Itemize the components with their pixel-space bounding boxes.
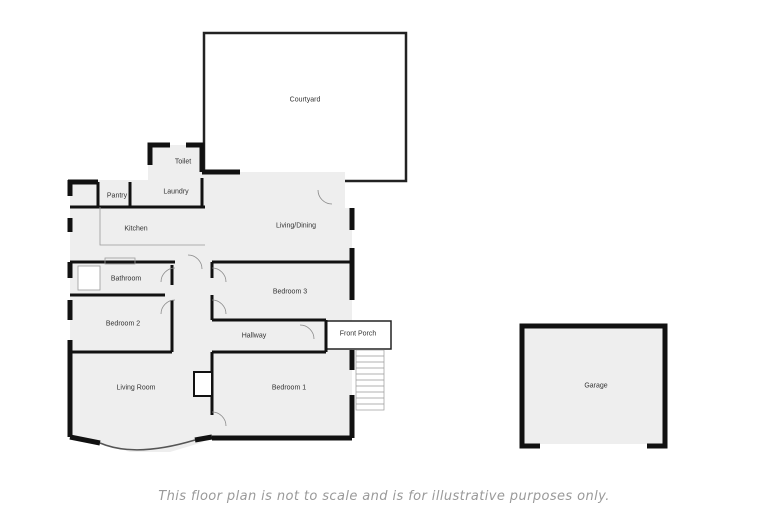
- garage-floor: [522, 326, 665, 444]
- room-label-pantry: Pantry: [106, 192, 128, 200]
- room-label-hallway: Hallway: [241, 332, 267, 340]
- disclaimer-caption: This floor plan is not to scale and is f…: [158, 489, 610, 504]
- room-label-garage: Garage: [584, 382, 608, 390]
- room-label-toilet: Toilet: [174, 158, 192, 166]
- room-label-laundry: Laundry: [163, 188, 189, 196]
- room-label-courtyard: Courtyard: [289, 96, 321, 104]
- room-label-kitchen: Kitchen: [124, 225, 148, 233]
- door-swings: [160, 189, 333, 427]
- courtyard-outline: [202, 31, 408, 183]
- room-label-living-dining: Living/Dining: [275, 222, 317, 230]
- interior-walls: [70, 178, 352, 415]
- bay-window: [99, 439, 196, 451]
- exterior-walls: [67, 142, 355, 446]
- room-label-living-room: Living Room: [116, 384, 156, 392]
- room-label-bedroom-3: Bedroom 3: [272, 288, 308, 296]
- room-label-bedroom-1: Bedroom 1: [271, 384, 307, 392]
- fireplace: [193, 371, 213, 397]
- front-porch-outline: [325, 320, 392, 350]
- room-label-front-porch: Front Porch: [339, 330, 377, 338]
- garage-walls: [519, 323, 668, 449]
- room-label-bathroom: Bathroom: [110, 275, 142, 283]
- stairs-icon: [355, 349, 385, 411]
- kitchen-counters: [77, 207, 205, 291]
- room-label-bedroom-2: Bedroom 2: [105, 320, 141, 328]
